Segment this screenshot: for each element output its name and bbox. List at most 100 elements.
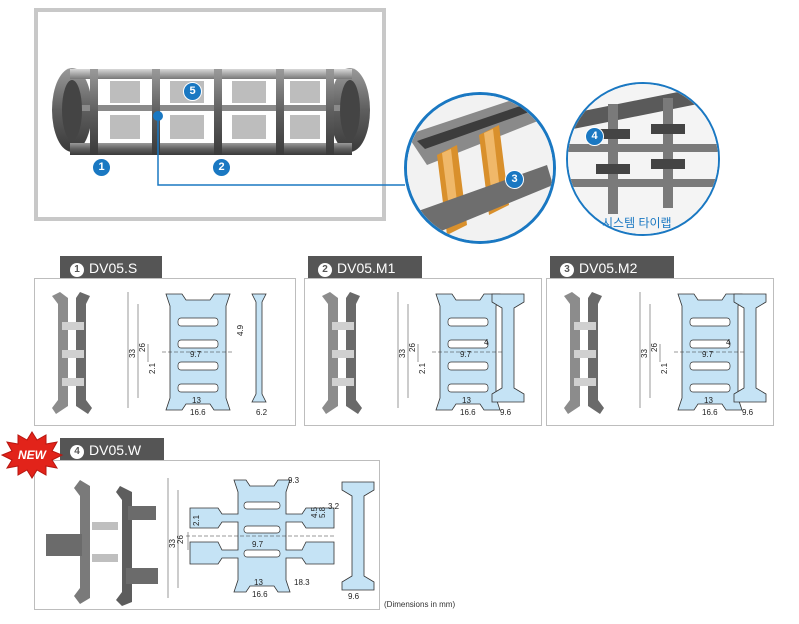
separator-slot — [177, 383, 219, 393]
new-burst-icon — [0, 431, 64, 479]
dim-width-inner: 9.7 — [460, 350, 472, 359]
separator-slot — [447, 339, 489, 349]
part-slot — [574, 378, 596, 386]
callout-2-badge: 2 — [212, 158, 231, 177]
dim-width-inner: 9.7 — [190, 350, 202, 359]
product-number: 3 — [560, 263, 574, 277]
dim-width-mid: 13 — [462, 396, 471, 405]
part-slot — [62, 350, 84, 358]
dim-width-outer: 16.6 — [460, 408, 476, 417]
dim-width-top: 9.3 — [288, 476, 300, 485]
part-wing — [128, 506, 156, 520]
dim-height-outer: 33 — [398, 349, 407, 358]
separator-slot — [689, 339, 731, 349]
part-slot — [92, 522, 118, 530]
dim-width-outer: 16.6 — [190, 408, 206, 417]
separator-slot — [243, 549, 281, 558]
cable-carrier-illustration — [52, 68, 370, 155]
product-title-dv05-w: 4 DV05.W — [60, 438, 164, 462]
separator-slot — [447, 317, 489, 327]
zoom-detail-3 — [404, 92, 556, 244]
new-badge-text: NEW — [18, 448, 46, 462]
product-name: DV05.W — [89, 442, 142, 458]
dim-width-ext: 18.3 — [294, 578, 310, 587]
dimension-lines-3 — [167, 478, 189, 598]
front-view-1 — [432, 293, 504, 411]
front-view-2 — [674, 293, 746, 411]
product-number: 1 — [70, 263, 84, 277]
part-side-rail — [116, 486, 132, 606]
separator-slot — [447, 361, 489, 371]
product-title-dv05-m2: 3 DV05.M2 — [550, 256, 674, 280]
part-photo-0 — [52, 292, 92, 414]
side-view-outline — [341, 481, 375, 591]
separator-slot — [243, 501, 281, 510]
zoom-4-illustration — [568, 84, 718, 234]
side-view-outline — [733, 293, 767, 403]
separator-slot — [177, 339, 219, 349]
dim-width-mid: 13 — [704, 396, 713, 405]
dim-width-inner: 9.7 — [702, 350, 714, 359]
separator-slot — [177, 317, 219, 327]
dimensions-note: (Dimensions in mm) — [384, 600, 456, 609]
dim-side-width: 9.6 — [742, 408, 754, 417]
product-panel-dv05-w — [34, 460, 380, 610]
dim-width-outer: 16.6 — [702, 408, 718, 417]
dim-height-small: 2.1 — [192, 514, 201, 526]
front-view-3 — [186, 479, 336, 593]
part-slot — [574, 350, 596, 358]
front-view-0 — [162, 293, 234, 411]
side-view-3 — [341, 481, 375, 591]
dim-side-gap: 4 — [726, 338, 731, 347]
side-view-2 — [733, 293, 767, 403]
part-slot — [62, 378, 84, 386]
separator-slot — [447, 383, 489, 393]
dim-width-outer: 16.6 — [252, 590, 268, 599]
side-view-0 — [251, 293, 267, 403]
dim-height-small: 2.1 — [148, 362, 157, 374]
product-name: DV05.M2 — [579, 260, 638, 276]
part-photo-2 — [564, 292, 604, 414]
dim-height-inner: 26 — [408, 343, 417, 352]
dim-height-inner: 26 — [138, 343, 147, 352]
system-tie-label: 시스템 타이랩 — [602, 216, 672, 230]
part-wing — [46, 534, 82, 556]
separator-slot — [243, 525, 281, 534]
part-photo-3 — [46, 480, 158, 606]
part-slot — [332, 350, 354, 358]
dimension-lines-1 — [397, 292, 419, 408]
dim-gap: 4.9 — [236, 324, 245, 336]
part-slot — [62, 322, 84, 330]
part-photo-1 — [322, 292, 362, 414]
callout-5-badge: 5 — [183, 82, 202, 101]
dim-side-top: 3.2 — [328, 502, 340, 511]
dim-width-inner: 9.7 — [252, 540, 264, 549]
dim-height-outer: 33 — [640, 349, 649, 358]
product-number: 4 — [70, 445, 84, 459]
dim-height-inner: 26 — [176, 535, 185, 544]
dim-height-outer: 33 — [128, 349, 137, 358]
callout-1-badge: 1 — [92, 158, 111, 177]
separator-slot — [689, 317, 731, 327]
callout-3-badge: 3 — [505, 170, 524, 189]
side-view-1 — [491, 293, 525, 403]
dimension-lines-2 — [639, 292, 661, 408]
side-view-outline — [491, 293, 525, 403]
dim-height-small: 2.1 — [660, 362, 669, 374]
dim-gap-b: 5.8 — [318, 506, 327, 518]
dimension-lines-0 — [127, 292, 149, 408]
callout-4-badge: 4 — [585, 127, 604, 146]
side-view-outline — [251, 293, 267, 403]
separator-slot — [689, 361, 731, 371]
part-wing — [126, 568, 158, 584]
dim-side-width: 9.6 — [348, 592, 360, 601]
product-number: 2 — [318, 263, 332, 277]
dim-width-mid: 13 — [192, 396, 201, 405]
separator-slot — [177, 361, 219, 371]
part-slot — [574, 322, 596, 330]
product-name: DV05.M1 — [337, 260, 396, 276]
dim-side-gap: 4 — [484, 338, 489, 347]
dim-side-width: 6.2 — [256, 408, 268, 417]
dim-width-mid: 13 — [254, 578, 263, 587]
